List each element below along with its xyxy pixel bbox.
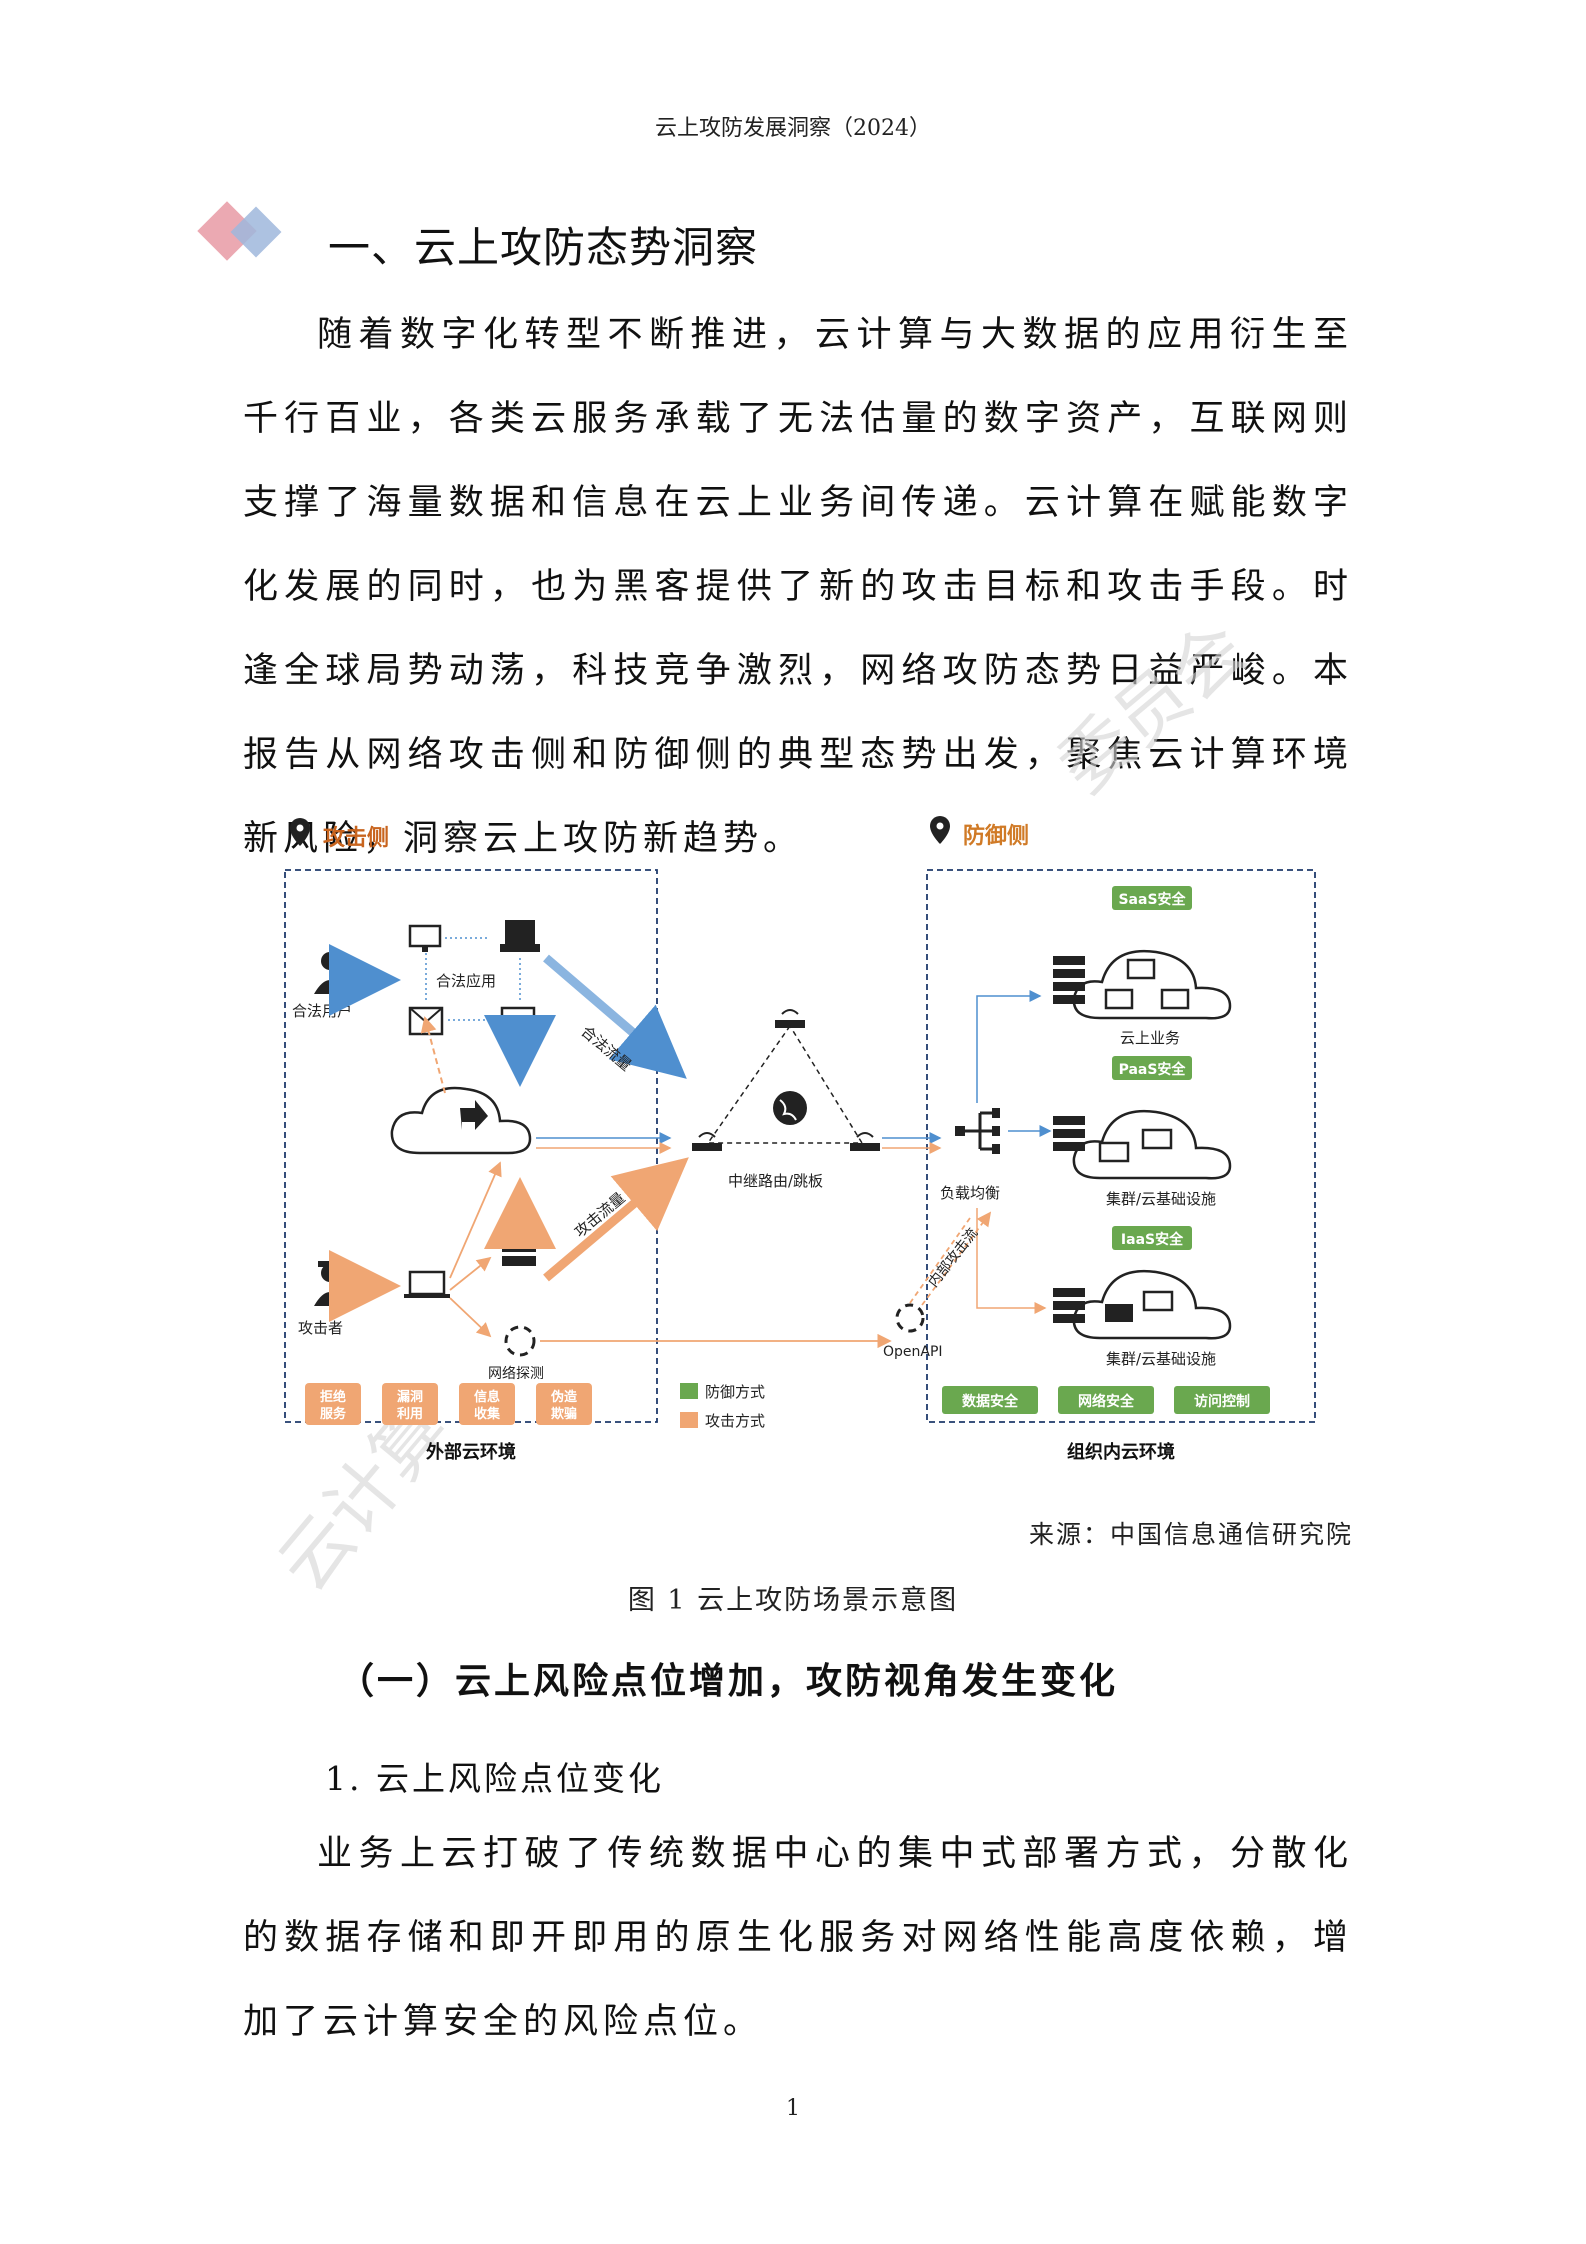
intro-text: 随着数字化转型不断推进，云计算与大数据的应用衍生至千行百业，各类云服务承载了无法… (243, 315, 1353, 859)
saas-label: SaaS安全 (1118, 891, 1186, 908)
iaas-badge (1112, 1226, 1192, 1250)
external-env-frame (284, 869, 658, 1423)
attack-traffic-arrow (543, 1157, 689, 1282)
cloud-business-label: 云上业务 (1120, 1029, 1180, 1047)
monitor-icon (408, 924, 442, 952)
load-balance-icon (955, 1108, 1000, 1154)
attack-defense-diagram: 攻击侧 防御侧 合法用户 合法应用 合法流量 (284, 816, 1316, 1463)
running-header: 云上攻防发展洞察（2024） (655, 116, 931, 141)
defense-method-1: 数据安全 (962, 1393, 1019, 1410)
probe-label: 网络探测 (488, 1366, 544, 1382)
svg-text:服务: 服务 (320, 1406, 347, 1422)
iaas-label: IaaS安全 (1121, 1231, 1184, 1248)
defense-side-label: 防御侧 (963, 823, 1029, 849)
cluster-label-2: 集群/云基础设施 (1106, 1350, 1216, 1368)
cloud-icon (390, 1086, 532, 1155)
laptop-icon (1098, 1141, 1130, 1163)
defense-side-header: 防御侧 (930, 816, 1029, 849)
legit-user-label: 合法用户 (292, 1002, 352, 1020)
openapi-label: OpenAPI (883, 1344, 943, 1360)
defense-method-3: 访问控制 (1194, 1393, 1250, 1410)
attack-method-1: 拒绝 (320, 1389, 346, 1405)
monitor-icon (1160, 988, 1190, 1010)
server-icon (500, 920, 540, 952)
attacker-label: 攻击者 (298, 1319, 343, 1337)
attack-method-list: 拒绝 服务 漏洞 利用 信息 收集 伪造 欺骗 (305, 1383, 592, 1425)
subsection-title: （一）云上风险点位增加，攻防视角发生变化 (338, 1660, 1119, 1702)
paas-label: PaaS安全 (1119, 1061, 1187, 1078)
svg-text:收集: 收集 (474, 1406, 501, 1422)
heading-diamond-icon (197, 201, 282, 261)
router-icon (850, 1132, 880, 1151)
legit-user-icon (314, 952, 346, 994)
cluster-label-1: 集群/云基础设施 (1106, 1190, 1216, 1208)
saas-badge (1112, 886, 1192, 910)
load-balance-label: 负载均衡 (940, 1184, 1000, 1202)
subsubsection-title: 1. 云上风险点位变化 (325, 1759, 664, 1798)
monitor-icon (1126, 958, 1156, 980)
legend-defense-swatch (680, 1383, 698, 1399)
server-icon (1053, 956, 1085, 1004)
attacker-laptop-icon (404, 1270, 450, 1298)
router-icon (775, 1009, 805, 1028)
attack-side-header: 攻击侧 (290, 818, 389, 851)
server-icon (1053, 1116, 1085, 1151)
body-text: 业务上云打破了传统数据中心的集中式部署方式，分散化的数据存储和即开即用的原生化服… (243, 1834, 1353, 2042)
server-icon (1053, 1288, 1085, 1323)
laptop-icon (496, 1006, 540, 1034)
relay-label: 中继路由/跳板 (728, 1172, 823, 1190)
svg-text:欺骗: 欺骗 (551, 1406, 577, 1422)
internal-env-label: 组织内云环境 (1067, 1441, 1175, 1463)
paas-badge (1112, 1056, 1192, 1080)
legit-traffic-arrow (543, 954, 687, 1079)
attacker-icon (314, 1261, 346, 1306)
figure-caption: 图 1 云上攻防场景示意图 (627, 1585, 959, 1616)
globe-icon (773, 1091, 807, 1125)
legend-attack-swatch (680, 1412, 698, 1428)
body-paragraph: 业务上云打破了传统数据中心的集中式部署方式，分散化的数据存储和即开即用的原生化服… (243, 1812, 1353, 2064)
relay-triangle (706, 1024, 864, 1144)
monitor-icon (1141, 1128, 1173, 1150)
defense-method-list: 数据安全 网络安全 访问控制 (942, 1386, 1270, 1414)
legend-attack-label: 攻击方式 (705, 1412, 765, 1430)
defense-method-2: 网络安全 (1078, 1393, 1135, 1410)
attack-method-2: 漏洞 (397, 1389, 423, 1405)
cloud-icon (1072, 1269, 1232, 1340)
legend-defense-label: 防御方式 (705, 1383, 765, 1401)
router-icon (692, 1132, 722, 1151)
svg-text:利用: 利用 (397, 1406, 423, 1422)
legit-app-label: 合法应用 (436, 972, 496, 990)
section-title: 一、云上攻防态势洞察 (328, 223, 759, 272)
attack-server-icon (502, 1228, 536, 1266)
monitor-icon (1104, 988, 1134, 1010)
attack-method-4: 伪造 (550, 1389, 578, 1405)
cloud-icon (1072, 1109, 1232, 1180)
internal-attack-label: 内部攻击流 (926, 1225, 982, 1290)
openapi-icon (895, 1303, 925, 1333)
intro-paragraph: 随着数字化转型不断推进，云计算与大数据的应用衍生至千行百业，各类云服务承载了无法… (243, 293, 1353, 881)
cloud-icon (1072, 949, 1232, 1020)
printer-icon (1105, 1304, 1133, 1322)
monitor-icon (1142, 1290, 1174, 1312)
internal-env-frame (926, 869, 1316, 1423)
page-number: 1 (786, 2096, 800, 2121)
figure-source: 来源：中国信息通信研究院 (1028, 1520, 1353, 1549)
share-icon (460, 1100, 488, 1130)
attack-side-label: 攻击侧 (323, 825, 389, 851)
probe-icon (504, 1325, 536, 1357)
external-env-label: 外部云环境 (426, 1441, 516, 1463)
attack-method-3: 信息 (474, 1389, 500, 1405)
